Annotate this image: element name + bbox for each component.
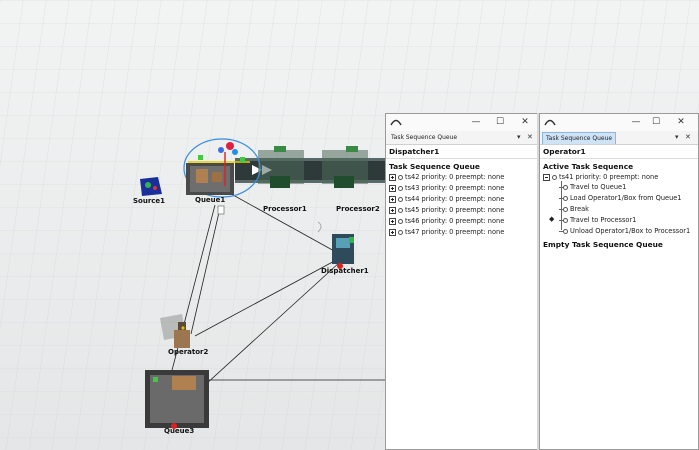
task-icon xyxy=(563,228,568,234)
processor2-label: Processor2 xyxy=(336,205,380,213)
queue1-label: Queue1 xyxy=(195,196,226,204)
panel-title: Operator1 xyxy=(543,147,586,156)
app-logo-icon xyxy=(544,119,556,126)
current-task-marker: ◆ xyxy=(549,215,555,223)
maximize-button[interactable]: ☐ xyxy=(651,117,661,127)
source1-label: Source1 xyxy=(133,197,166,205)
task-sequence-icon xyxy=(398,229,403,235)
close-button[interactable]: ✕ xyxy=(677,117,685,127)
tab-close-icon[interactable]: ✕ xyxy=(527,133,533,141)
pin-dropdown-icon[interactable]: ▾ xyxy=(517,133,521,141)
task-icon xyxy=(563,206,568,212)
tree-branch xyxy=(559,197,563,199)
expand-icon[interactable] xyxy=(389,206,396,214)
dispatcher1-label: Dispatcher1 xyxy=(321,267,369,275)
tab-close-icon[interactable]: ✕ xyxy=(685,133,691,141)
task-item[interactable]: Load Operator1/Box from Queue1 xyxy=(559,193,682,203)
task-sequence-icon xyxy=(552,174,557,180)
divider xyxy=(540,158,698,159)
dispatcher-window-titlebar[interactable]: — ☐ ✕ xyxy=(386,114,537,131)
task-icon xyxy=(563,217,568,223)
expand-icon[interactable] xyxy=(389,228,396,236)
tree-line xyxy=(561,181,562,230)
expand-icon[interactable] xyxy=(389,195,396,203)
dispatcher-tabstrip: Task Sequence Queue ▾ ✕ xyxy=(386,131,537,145)
task-item[interactable]: Travel to Processor1 xyxy=(559,215,636,225)
queue3-label: Queue3 xyxy=(164,427,195,435)
tree-branch xyxy=(559,208,563,210)
queue3[interactable] xyxy=(145,370,209,429)
maximize-button[interactable]: ☐ xyxy=(495,117,505,127)
task-icon xyxy=(563,195,568,201)
app-logo-icon xyxy=(390,119,402,126)
task-sequence-icon xyxy=(398,218,403,224)
dispatcher-task-window[interactable]: — ☐ ✕ Task Sequence Queue ▾ ✕ Dispatcher… xyxy=(385,113,538,450)
expand-icon[interactable] xyxy=(389,184,396,192)
operator-tabstrip: Task Sequence Queue ▾ ✕ xyxy=(540,131,698,145)
operator-task-window[interactable]: — ☐ ✕ Task Sequence Queue ▾ ✕ Operator1 … xyxy=(539,113,699,450)
operator-window-titlebar[interactable]: — ☐ ✕ xyxy=(540,114,698,131)
section-heading: Task Sequence Queue xyxy=(389,162,480,171)
list-item[interactable]: ts46 priority: 0 preempt: none xyxy=(389,216,504,226)
tree-branch xyxy=(559,230,563,232)
close-button[interactable]: ✕ xyxy=(521,117,529,127)
processor2[interactable] xyxy=(322,146,368,188)
divider xyxy=(386,158,537,159)
tab-task-sequence-queue[interactable]: Task Sequence Queue xyxy=(542,132,617,144)
minimize-button[interactable]: — xyxy=(631,117,641,127)
tab-task-sequence-queue[interactable]: Task Sequence Queue xyxy=(391,134,458,141)
panel-title: Dispatcher1 xyxy=(389,147,440,156)
connection-lines xyxy=(169,189,386,386)
list-item[interactable]: ts42 priority: 0 preempt: none xyxy=(389,172,504,182)
list-item[interactable]: ts44 priority: 0 preempt: none xyxy=(389,194,504,204)
task-item[interactable]: Break xyxy=(559,204,589,214)
task-item[interactable]: Travel to Queue1 xyxy=(559,182,626,192)
task-sequence-icon xyxy=(398,185,403,191)
window-separator xyxy=(537,113,540,450)
minimize-button[interactable]: — xyxy=(471,117,481,127)
section-heading-active: Active Task Sequence xyxy=(543,162,634,171)
active-task-sequence[interactable]: ts41 priority: 0 preempt: none xyxy=(543,172,658,182)
tree-branch xyxy=(559,186,563,188)
task-sequence-icon xyxy=(398,174,403,180)
list-item[interactable]: ts47 priority: 0 preempt: none xyxy=(389,227,504,237)
operator2-label: Operator2 xyxy=(168,348,209,356)
pin-dropdown-icon[interactable]: ▾ xyxy=(675,133,679,141)
queue1[interactable] xyxy=(183,138,261,215)
task-sequence-icon xyxy=(398,207,403,213)
task-sequence-icon xyxy=(398,196,403,202)
task-icon xyxy=(563,184,568,190)
dispatcher1[interactable] xyxy=(317,221,354,269)
section-heading-empty: Empty Task Sequence Queue xyxy=(543,240,663,249)
expand-icon[interactable] xyxy=(389,217,396,225)
processor1-label: Processor1 xyxy=(263,205,307,213)
source1[interactable] xyxy=(140,177,162,196)
processor1[interactable] xyxy=(258,146,304,188)
task-item[interactable]: Unload Operator1/Box to Processor1 xyxy=(559,226,690,236)
tree-branch xyxy=(559,219,563,221)
collapse-icon[interactable] xyxy=(543,173,550,181)
expand-icon[interactable] xyxy=(389,173,396,181)
operator2[interactable] xyxy=(160,314,190,348)
list-item[interactable]: ts43 priority: 0 preempt: none xyxy=(389,183,504,193)
list-item[interactable]: ts45 priority: 0 preempt: none xyxy=(389,205,504,215)
